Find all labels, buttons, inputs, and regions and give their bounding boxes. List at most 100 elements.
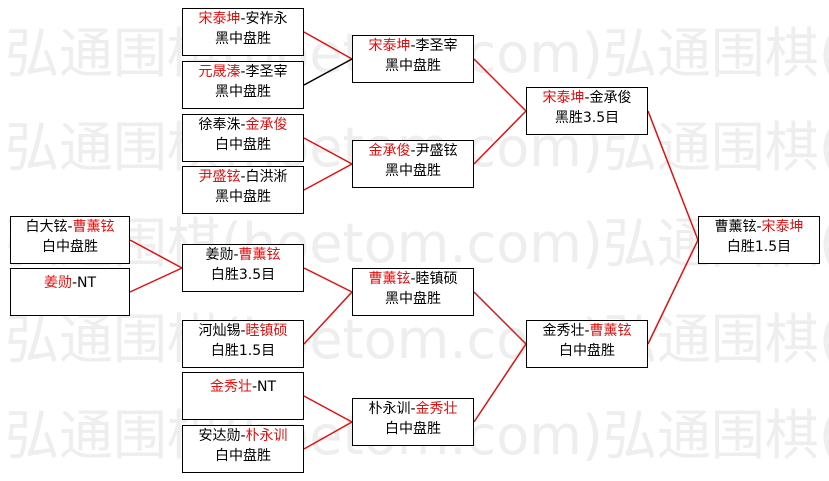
result: 黑中盘胜 [215, 84, 271, 100]
match-box: 金秀壮-曹薰铉白中盘胜 [526, 320, 648, 368]
player-name: 安达勋 [198, 428, 241, 444]
result: 白胜3.5目 [210, 267, 276, 283]
player-name: 白洪淅 [245, 169, 288, 185]
player-name: 安祚永 [245, 11, 288, 27]
separator: - [584, 90, 590, 106]
result: 白胜1.5目 [210, 343, 276, 359]
player-name: 尹盛铉 [415, 143, 458, 159]
bracket-connector [129, 267, 183, 293]
player-name: 朴永训 [368, 401, 411, 417]
match-box: 尹盛铉-白洪淅黑中盘胜 [182, 166, 304, 214]
separator: - [410, 401, 416, 417]
result: 黑胜3.5目 [554, 110, 620, 126]
player-name: 曹薰铉 [72, 219, 115, 235]
separator: - [240, 323, 246, 339]
player-name: 金秀壮 [415, 401, 458, 417]
players: 安达勋-朴永训 [183, 426, 303, 446]
match-box: 元晟溱-李圣宰黑中盘胜 [182, 61, 304, 109]
players: 姜勋-NT [11, 273, 129, 293]
players: 宋泰坤-李圣宰 [353, 36, 473, 56]
result: 白中盘胜 [385, 421, 441, 437]
separator: - [71, 275, 78, 291]
player-name: 金秀壮 [542, 323, 585, 339]
players: 河灿锡-睦镇硕 [183, 321, 303, 341]
bracket-connector [129, 239, 183, 269]
player-name: 曹薰铉 [714, 219, 757, 235]
player-name: 金承俊 [245, 117, 288, 133]
separator: - [584, 323, 590, 339]
bracket-connector [473, 343, 527, 423]
match-box: 金承俊-尹盛铉黑中盘胜 [352, 140, 474, 188]
player-name: 河灿锡 [198, 323, 241, 339]
players: 金秀壮-NT [183, 377, 303, 397]
bracket-connector [473, 110, 527, 165]
separator: - [240, 64, 246, 80]
match-box: 金秀壮-NT [182, 372, 304, 420]
players: 尹盛铉-白洪淅 [183, 167, 303, 187]
match-box: 徐奉洙-金承俊白中盘胜 [182, 114, 304, 162]
match-box: 朴永训-金秀壮白中盘胜 [352, 398, 474, 446]
players: 白大铉-曹薰铉 [11, 217, 129, 237]
result: 白中盘胜 [559, 343, 615, 359]
player-name: 睦镇硕 [415, 271, 458, 287]
separator: - [233, 247, 239, 263]
result: 黑中盘胜 [215, 31, 271, 47]
result: 黑中盘胜 [385, 58, 441, 74]
players: 元晟溱-李圣宰 [183, 62, 303, 82]
separator: - [251, 379, 258, 395]
separator: - [240, 117, 246, 133]
match-box: 白大铉-曹薰铉白中盘胜 [10, 216, 130, 264]
separator: - [240, 169, 246, 185]
player-name: 尹盛铉 [198, 169, 241, 185]
player-name: 李圣宰 [245, 64, 288, 80]
player-name: NT [77, 275, 97, 291]
bracket-connector [303, 421, 353, 450]
bracket-connector [473, 291, 527, 345]
bracket-connector [647, 110, 699, 241]
separator: - [67, 219, 73, 235]
player-name: 宋泰坤 [368, 38, 411, 54]
separator: - [410, 271, 416, 287]
bracket-connector [303, 395, 353, 423]
player-name: 睦镇硕 [245, 323, 288, 339]
bracket-connector [303, 163, 353, 191]
players: 姜勋-曹薰铉 [183, 245, 303, 265]
match-box: 宋泰坤-金承俊黑胜3.5目 [526, 87, 648, 135]
player-name: 姜勋 [43, 275, 72, 291]
player-name: 宋泰坤 [542, 90, 585, 106]
player-name: NT [257, 379, 277, 395]
result: 白中盘胜 [42, 239, 98, 255]
separator: - [240, 11, 246, 27]
bracket-connector [303, 58, 353, 86]
bracket-connector [473, 58, 527, 112]
result: 黑中盘胜 [385, 163, 441, 179]
separator: - [756, 219, 762, 235]
result: 白中盘胜 [215, 448, 271, 464]
separator: - [410, 38, 416, 54]
final-match-box: 曹薰铉-宋泰坤白胜1.5目 [698, 216, 820, 264]
bracket-connector [303, 137, 353, 165]
result: 黑中盘胜 [215, 189, 271, 205]
bracket-connector [303, 267, 353, 293]
player-name: 朴永训 [245, 428, 288, 444]
match-box: 曹薰铉-睦镇硕黑中盘胜 [352, 268, 474, 316]
player-name: 金承俊 [589, 90, 632, 106]
player-name: 曹薰铉 [589, 323, 632, 339]
bracket-connector [303, 31, 353, 60]
player-name: 李圣宰 [415, 38, 458, 54]
player-name: 曹薰铉 [368, 271, 411, 287]
bracket-connector [647, 239, 699, 345]
match-box: 河灿锡-睦镇硕白胜1.5目 [182, 320, 304, 368]
players: 宋泰坤-安祚永 [183, 9, 303, 29]
separator: - [410, 143, 416, 159]
match-box: 宋泰坤-安祚永黑中盘胜 [182, 8, 304, 56]
result: 白中盘胜 [215, 137, 271, 153]
match-box: 姜勋-曹薰铉白胜3.5目 [182, 244, 304, 292]
players: 金秀壮-曹薰铉 [527, 321, 647, 341]
players: 曹薰铉-宋泰坤 [699, 217, 819, 237]
match-box: 姜勋-NT [10, 268, 130, 316]
player-name: 宋泰坤 [761, 219, 804, 235]
player-name: 金承俊 [368, 143, 411, 159]
player-name: 元晟溱 [198, 64, 241, 80]
